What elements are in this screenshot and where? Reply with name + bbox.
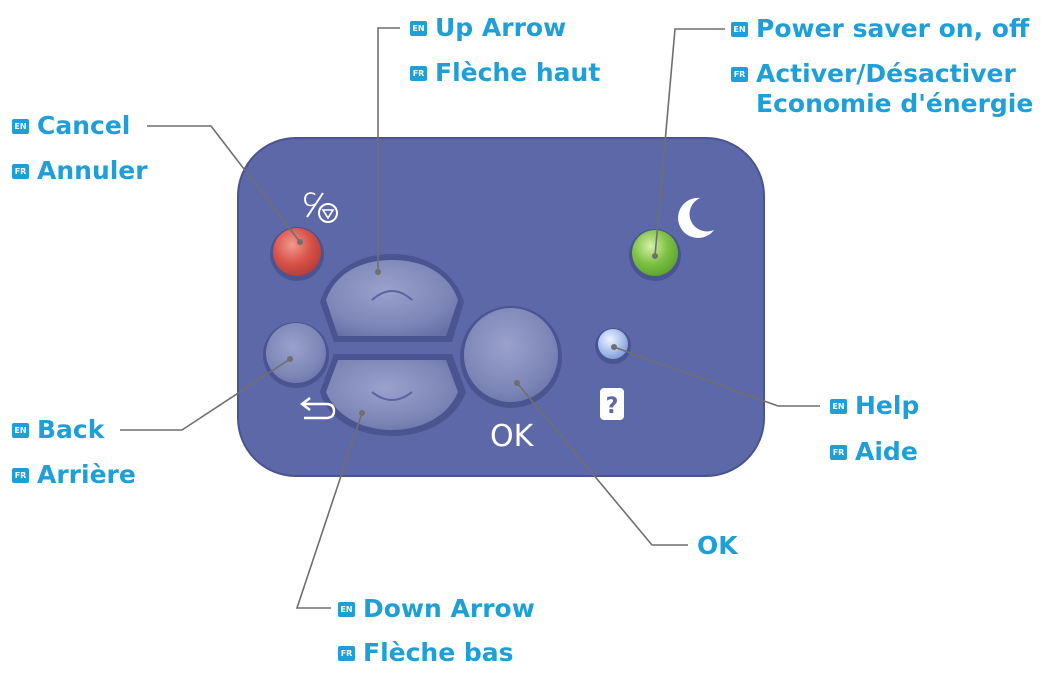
cancel-symbol: C	[303, 189, 338, 223]
fr-badge: FR	[12, 467, 29, 483]
leader-help	[613, 346, 820, 407]
up-arrow-icon	[371, 290, 413, 301]
en-badge: EN	[731, 21, 748, 37]
up-arrow-label-en: Up Arrow	[435, 13, 567, 42]
cancel-label-fr: Annuler	[37, 156, 148, 185]
callout-help-fr: FR Aide	[830, 437, 918, 467]
en-badge: EN	[12, 118, 29, 134]
back-icon	[300, 397, 336, 420]
en-badge: EN	[410, 20, 427, 36]
down-arrow-icon	[371, 391, 413, 401]
leader-back	[120, 358, 291, 431]
callout-down-arrow-fr: FR Flèche bas	[338, 638, 514, 668]
leader-cancel	[147, 125, 301, 243]
stop-icon	[318, 203, 338, 223]
en-badge: EN	[12, 422, 29, 438]
callout-back-fr: FR Arrière	[12, 460, 136, 490]
leader-up-arrow	[377, 27, 400, 272]
help-marking: ?	[606, 394, 619, 419]
up-arrow-button[interactable]	[320, 254, 464, 342]
leader-endpoints	[287, 239, 658, 416]
help-label-en: Help	[855, 391, 920, 420]
leader-down-arrow	[295, 412, 363, 609]
fr-badge: FR	[12, 163, 29, 179]
power-saver-fr-line1: FR Activer/Désactiver	[731, 59, 1033, 89]
cancel-button[interactable]	[270, 227, 324, 281]
ok-label: OK	[697, 531, 738, 560]
down-arrow-button[interactable]	[320, 354, 466, 436]
svg-text:C: C	[303, 189, 316, 211]
fr-badge: FR	[410, 65, 427, 81]
power-saver-label-fr-2: Economie d'énergie	[756, 89, 1034, 118]
leader-power-saver	[654, 28, 725, 257]
callout-cancel-fr: FR Annuler	[12, 156, 148, 186]
callout-ok: OK	[697, 531, 738, 561]
leader-ok	[516, 382, 688, 546]
back-label-fr: Arrière	[37, 460, 136, 489]
fr-badge: FR	[338, 645, 355, 661]
up-arrow-label-fr: Flèche haut	[435, 58, 601, 87]
callout-down-arrow-en: EN Down Arrow	[338, 594, 535, 624]
callout-up-arrow-fr: FR Flèche haut	[410, 58, 600, 88]
callout-power-saver-fr: FR Activer/Désactiver Economie d'énergie	[731, 59, 1033, 119]
moon-icon	[678, 197, 714, 238]
power-saver-label-en: Power saver on, off	[756, 14, 1030, 43]
back-label-en: Back	[37, 415, 105, 444]
fr-badge: FR	[830, 444, 847, 460]
en-badge: EN	[830, 398, 847, 414]
help-icon: ?	[600, 388, 624, 420]
callout-cancel-en: EN Cancel	[12, 111, 130, 141]
callout-back-en: EN Back	[12, 415, 104, 445]
back-button[interactable]	[263, 322, 329, 388]
down-arrow-label-fr: Flèche bas	[363, 638, 514, 667]
ok-button[interactable]	[460, 306, 562, 408]
callout-help-en: EN Help	[830, 391, 919, 421]
fr-badge: FR	[731, 66, 748, 82]
power-saver-label-fr-1: Activer/Désactiver	[756, 59, 1016, 88]
help-label-fr: Aide	[855, 437, 918, 466]
leader-lines	[120, 27, 820, 609]
cancel-label-en: Cancel	[37, 111, 131, 140]
down-arrow-label-en: Down Arrow	[363, 594, 535, 623]
ok-marking: OK	[490, 419, 535, 454]
callout-power-saver-en: EN Power saver on, off	[731, 14, 1029, 44]
callout-up-arrow-en: EN Up Arrow	[410, 13, 566, 43]
en-badge: EN	[338, 601, 355, 617]
